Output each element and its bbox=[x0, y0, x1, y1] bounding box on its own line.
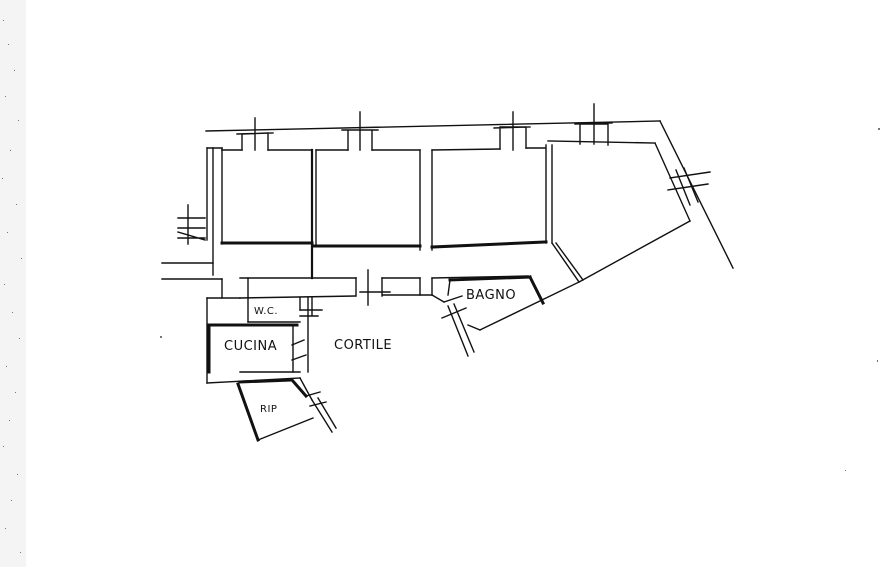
room-label-bagno: BAGNO bbox=[466, 288, 516, 303]
room-label-rip: RIP bbox=[260, 404, 277, 415]
room-label-wc: W.C. bbox=[254, 306, 278, 317]
room-labels: W.C. CUCINA CORTILE BAGNO RIP bbox=[224, 288, 516, 415]
room-label-cucina: CUCINA bbox=[224, 339, 277, 354]
interior-walls bbox=[206, 144, 584, 442]
outer-walls bbox=[161, 120, 734, 384]
room-label-cortile: CORTILE bbox=[334, 338, 392, 353]
window-symbols bbox=[236, 103, 711, 433]
